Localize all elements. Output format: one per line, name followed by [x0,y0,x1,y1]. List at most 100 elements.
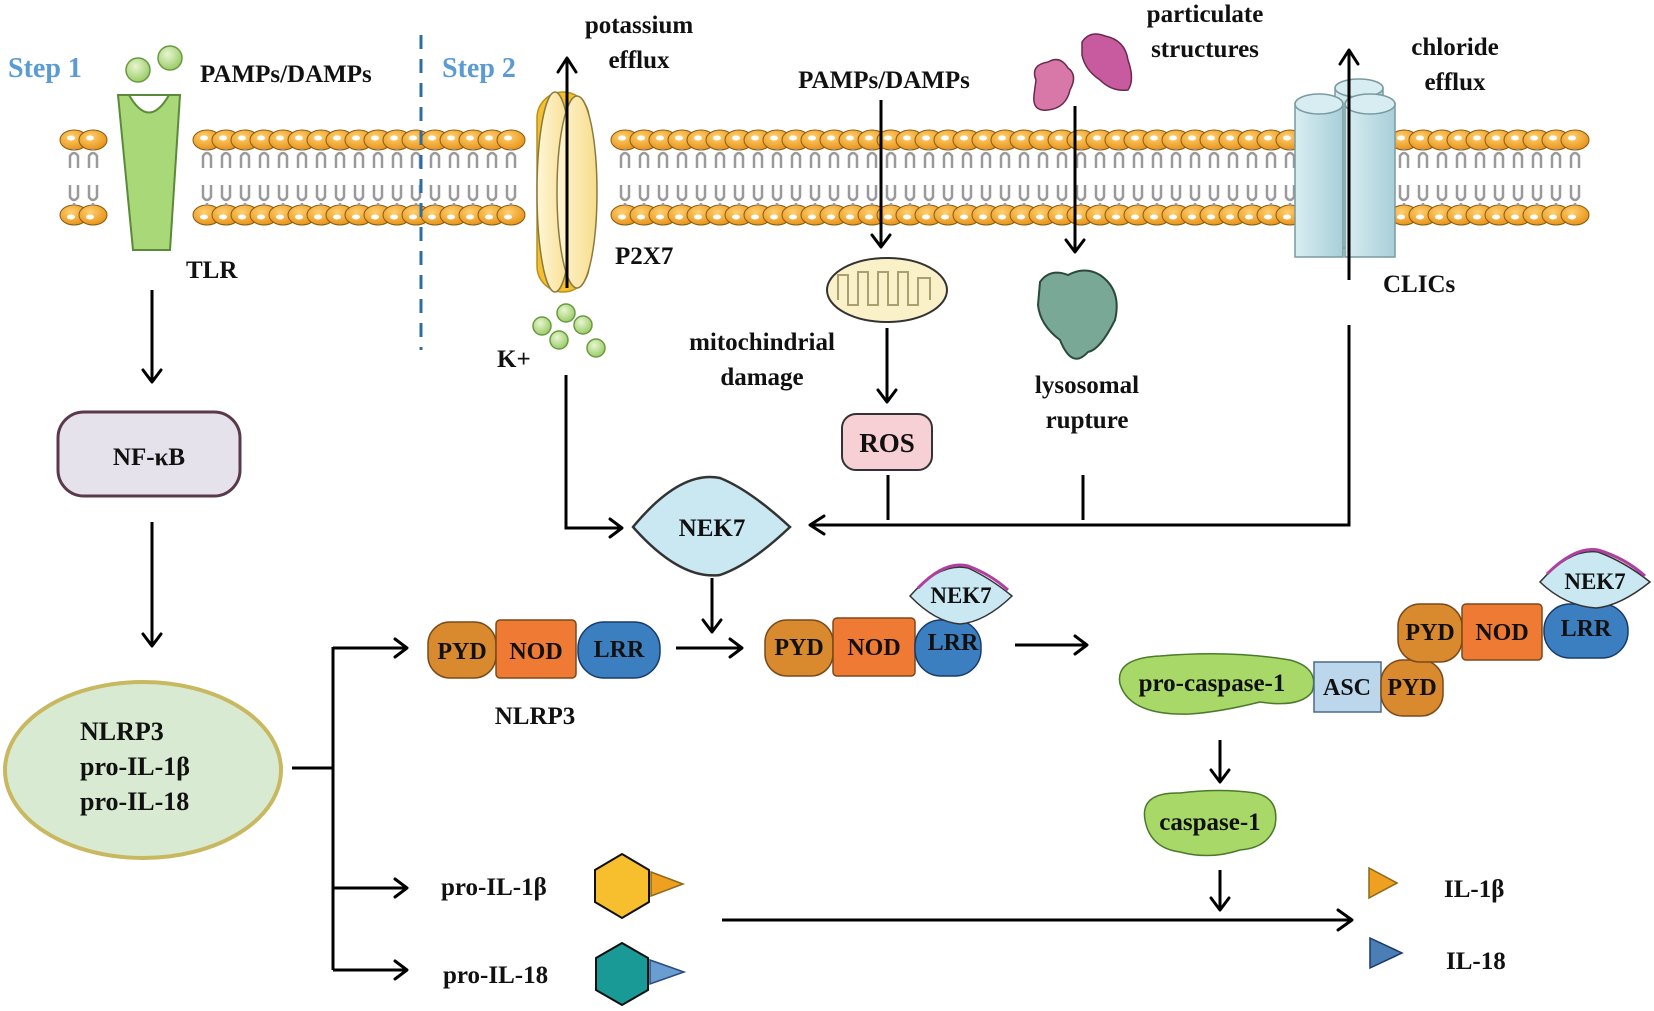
lipid-tail [220,148,232,168]
lipid-tail [429,148,441,168]
lipid-tail [676,148,688,168]
lipid-tail [866,148,878,168]
lipid-tail [296,185,308,206]
lipid-head-bottom [78,204,108,226]
lipid-tail [410,185,422,206]
arrowhead [870,233,892,249]
lipid-head-bottom [496,204,526,226]
potassium-label: potassium [585,12,694,39]
lipid-tail [1455,185,1467,206]
arrowhead [808,514,826,536]
lipid-tail [1493,148,1505,168]
arrowhead [1338,48,1360,66]
lipid-tail [1170,148,1182,168]
asc-box [1313,661,1382,713]
potassium-ions-icon [532,303,606,358]
lipid-tail [1531,148,1543,168]
pyd-label: PYD [437,639,486,665]
lipid-tail [1170,185,1182,206]
lipid-tail [771,185,783,206]
tlr-label: TLR [186,257,238,284]
lipid-tail [790,148,802,168]
lipid-tail [258,185,270,206]
lipid-tail [657,148,669,168]
lipid-tail [961,185,973,206]
arrowhead [876,388,898,404]
lipid-molecule [1560,129,1590,226]
lipid-tail [1569,185,1581,206]
lipid-tail [752,148,764,168]
lipid-tail [1075,148,1087,168]
lipid-tail [448,185,460,206]
asc-label: ASC [1323,675,1371,701]
nlrp3-label: NLRP3 [495,703,576,730]
lipid-tail [239,148,251,168]
lipid-head-top [1560,129,1590,151]
nlrp3-nek7-complex: PYD NOD LRR NEK7 [764,563,1014,677]
lipid-tail [695,185,707,206]
lipid-tail [68,148,80,168]
lipid-tail [1113,148,1125,168]
pyd-label: PYD [1405,620,1454,646]
lrr-label: LRR [928,630,979,656]
lipid-tail [505,148,517,168]
pro-caspase-shape [1118,653,1315,715]
lipid-tail [1227,185,1239,206]
arrowhead [393,877,409,899]
arrowhead [1073,634,1089,656]
lipid-tail [1436,185,1448,206]
lipid-tail [999,148,1011,168]
lipid-tail [1474,185,1486,206]
arrowhead [1336,908,1354,932]
lipid-tail [619,148,631,168]
lipid-tail [1113,185,1125,206]
transcription-products-ellipse [3,680,283,860]
lipid-tail [809,185,821,206]
lipid-tail [1398,148,1410,168]
pro-caspase-label: pro-caspase-1 [1139,670,1286,697]
arrowhead [556,56,578,74]
lipid-tail [942,185,954,206]
arrowhead [141,632,163,648]
lipid-tail [638,185,650,206]
nek7-bound-shape [1538,550,1652,609]
lipid-tail [429,185,441,206]
lrr-domain [577,621,661,679]
lipid-tail [714,185,726,206]
lipid-tail [1265,148,1277,168]
arrowhead [701,618,723,634]
lipid-tail [1398,185,1410,206]
lysosomal-label-2: rupture [1046,407,1129,434]
lipid-tail [1246,148,1258,168]
lipid-molecule [876,129,906,226]
pro-il1b-label: pro-IL-1β [441,874,547,901]
lipid-tail [980,148,992,168]
arrow-clics-to-nek7 [812,325,1351,527]
step1-label: Step 1 [8,53,82,84]
lipid-tail [733,185,745,206]
lipid-tail [676,185,688,206]
mitochondria-icon [826,257,948,323]
lipid-tail [486,185,498,206]
chloride-label: chloride [1411,34,1499,61]
lipid-tail [828,185,840,206]
lipid-tail [866,185,878,206]
lipid-tail [1569,148,1581,168]
lipid-tail [1132,148,1144,168]
nek7-highlight [1545,548,1647,578]
arrowhead [608,517,624,539]
mito-damage-label-1: mitochindrial [689,329,835,356]
nek7-highlight [916,563,1009,592]
pro-il18-triangle-icon [649,958,687,986]
lysosome-icon [1036,269,1118,360]
lipid-tail [1056,148,1068,168]
ros-box [841,413,933,471]
lipid-tail [961,148,973,168]
k-plus-label: K+ [497,346,531,373]
lipid-tail [1474,148,1486,168]
nek7-shape [631,475,792,577]
il18-triangle-icon [1369,936,1404,970]
particulate-label-1: particulate [1147,1,1264,28]
